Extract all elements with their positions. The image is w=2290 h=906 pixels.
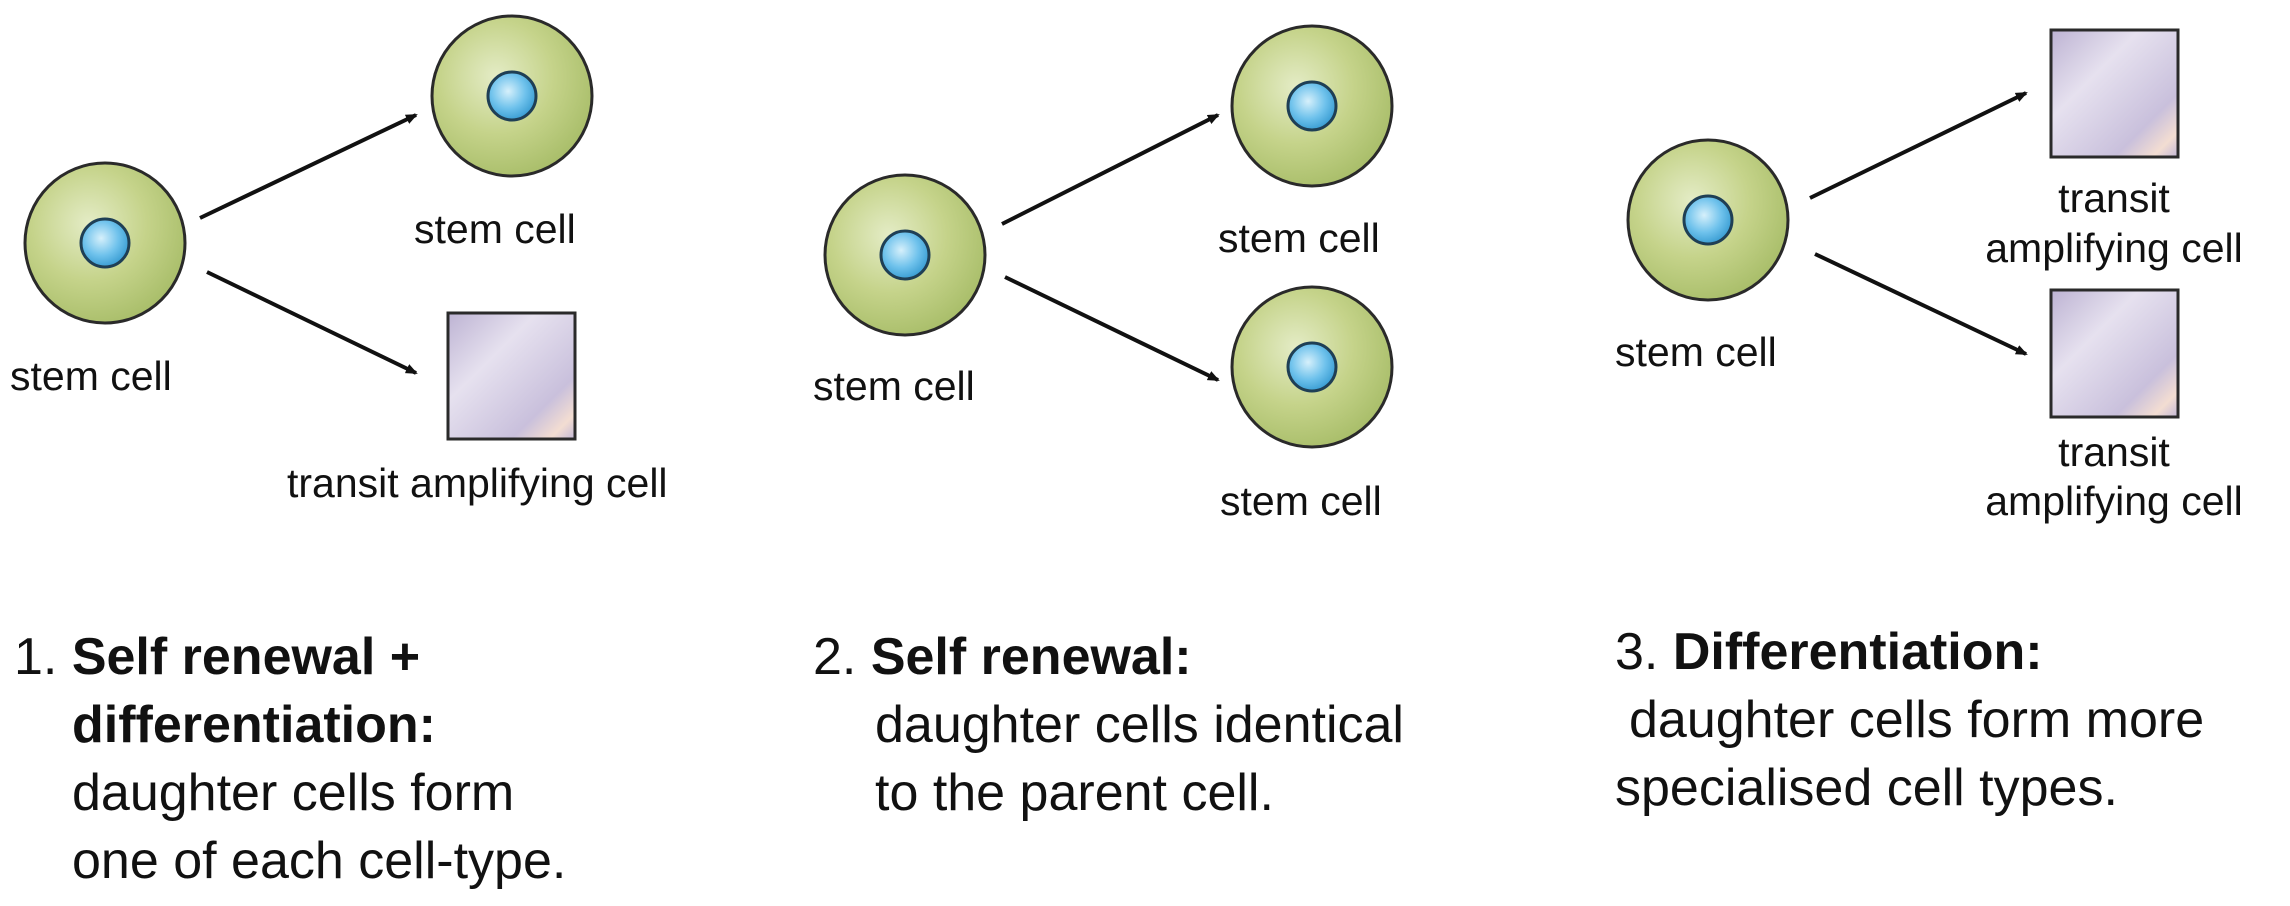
transit-amplifying-cell-bottom: [2049, 288, 2180, 419]
caption-heading-line2: differentiation:: [72, 696, 436, 754]
daughter-top-label-line1: transit: [2058, 175, 2170, 221]
arrow-to-top: [1001, 113, 1220, 226]
stem-cell-parent: [823, 173, 987, 337]
parent-label: stem cell: [1615, 329, 1777, 375]
daughter-bottom-label-line1: transit: [2058, 429, 2170, 475]
daughter-top-label-line2: amplifying cell: [1985, 225, 2243, 271]
caption-number: 2.: [813, 628, 857, 686]
daughter-bottom-label-line2: amplifying cell: [1985, 478, 2243, 524]
caption-text-line2: one of each cell-type.: [72, 832, 567, 890]
arrow-to-top: [1809, 91, 2028, 200]
daughter-top-label: stem cell: [1218, 215, 1380, 261]
daughter-bottom-label: stem cell: [1220, 478, 1382, 524]
stem-cell-daughter: [430, 14, 594, 178]
caption-text-line1: daughter cells identical: [875, 696, 1404, 754]
daughter-bottom-label: transit amplifying cell: [287, 460, 668, 506]
stem-cell-parent: [1626, 138, 1790, 302]
caption-text-line1: daughter cells form more: [1629, 691, 2205, 749]
parent-label: stem cell: [813, 363, 975, 409]
caption-number: 1.: [14, 628, 58, 686]
panel-3: stem cell transit amplifying cell transi…: [1615, 28, 2243, 524]
stem-cell-daughter-top: [1230, 24, 1394, 188]
parent-label: stem cell: [10, 353, 172, 399]
caption-text-line1: daughter cells form: [72, 764, 515, 822]
caption-2: 2. Self renewal: daughter cells identica…: [813, 623, 1404, 827]
transit-amplifying-cell: [446, 311, 577, 441]
caption-number: 3.: [1615, 623, 1659, 681]
caption-text-line2: specialised cell types.: [1615, 759, 2118, 817]
daughter-top-label: stem cell: [414, 206, 576, 252]
caption-heading: Differentiation:: [1672, 623, 2043, 681]
caption-heading: Self renewal +: [71, 628, 421, 686]
stem-cell-daughter-bottom: [1230, 285, 1394, 449]
arrow-to-bottom: [1004, 275, 1220, 382]
stem-cell-parent: [23, 161, 187, 325]
arrow-to-top: [199, 113, 418, 220]
transit-amplifying-cell-top: [2049, 28, 2180, 159]
caption-text-line2: to the parent cell.: [875, 764, 1274, 822]
caption-heading: Self renewal:: [870, 628, 1192, 686]
panel-2: stem cell stem cell stem cell: [813, 24, 1394, 524]
arrow-to-bottom: [206, 270, 418, 375]
caption-1: 1. Self renewal + differentiation: daugh…: [14, 623, 566, 895]
caption-3: 3. Differentiation: daughter cells form …: [1615, 618, 2204, 822]
arrow-to-bottom: [1814, 252, 2028, 356]
panel-1: stem cell stem cell transit amplifying c…: [10, 14, 668, 506]
